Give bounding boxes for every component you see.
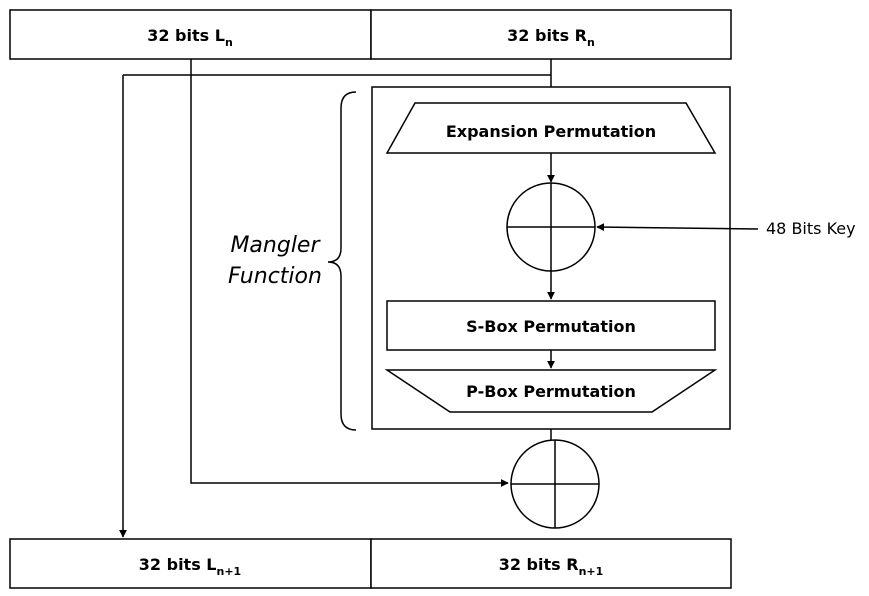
expansion-permutation-shape <box>385 102 717 154</box>
bottom-left-label: 32 bits Ln+1 <box>139 555 241 578</box>
top-right-box <box>370 9 732 60</box>
pbox-permutation-shape <box>384 369 718 413</box>
ln-to-xor-line <box>190 59 509 487</box>
sbox-permutation-box <box>386 300 716 351</box>
mangler-label-line1: Mangler <box>230 233 321 258</box>
key-label: 48 Bits Key <box>766 219 856 238</box>
pbox-permutation-label: P-Box Permutation <box>466 382 636 401</box>
sbox-permutation-label: S-Box Permutation <box>466 317 636 336</box>
mangler-label-line2: Function <box>228 264 322 289</box>
bottom-left-box <box>9 538 372 589</box>
top-left-label: 32 bits Ln <box>147 26 233 49</box>
expansion-permutation-label: Expansion Permutation <box>446 122 656 141</box>
top-left-box <box>9 9 372 60</box>
bottom-right-label: 32 bits Rn+1 <box>499 555 604 578</box>
key-arrow <box>596 223 759 232</box>
mangler-brace <box>327 91 357 431</box>
bottom-right-box <box>370 538 732 589</box>
top-right-label: 32 bits Rn <box>507 26 595 49</box>
